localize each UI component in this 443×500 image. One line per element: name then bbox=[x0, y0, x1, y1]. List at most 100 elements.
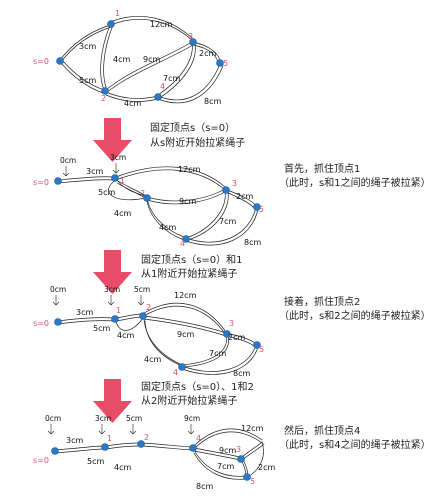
distance-marker: 9cm bbox=[184, 414, 200, 423]
edge-label: 3cm bbox=[79, 42, 96, 51]
vertex-2 bbox=[137, 440, 145, 448]
vertex-label: 5 bbox=[223, 59, 228, 68]
edge-label: 9cm bbox=[219, 446, 236, 455]
edge-label: 8cm bbox=[244, 238, 261, 247]
note-1-line-1: 首先，抓住顶点1 bbox=[284, 162, 360, 175]
edge-label: 4cm bbox=[124, 99, 141, 108]
note-3-line-2: （此时，s和4之间的绳子被拉紧） bbox=[279, 438, 431, 451]
vertex-label: 2 bbox=[144, 433, 149, 442]
edge-label: 12cm bbox=[178, 165, 201, 174]
distance-marker: 3cm bbox=[104, 285, 120, 294]
step-2-line-1: 固定顶点s（s=0）和1 bbox=[141, 253, 243, 266]
down-arrow-2 bbox=[93, 250, 132, 294]
panel-4-graph: 3cm 5cm 4cm 12cm 9cm 7cm 2cm 8cm s=0 1 2… bbox=[33, 414, 275, 491]
vertex-3 bbox=[237, 455, 245, 463]
edge-label: 2cm bbox=[236, 192, 253, 201]
edge-label: 2cm bbox=[228, 333, 245, 342]
note-1-line-2: （此时，s和1之间的绳子被拉紧） bbox=[279, 176, 431, 189]
vertex-label: 3 bbox=[229, 319, 234, 328]
edge-label: 3cm bbox=[76, 308, 93, 317]
vertex-label: 4 bbox=[196, 434, 201, 443]
vertex-label: 1 bbox=[107, 434, 112, 443]
edge-label: 5cm bbox=[87, 457, 104, 466]
vertex-label: s=0 bbox=[33, 456, 49, 465]
vertex-3 bbox=[222, 186, 230, 194]
vertex-5 bbox=[253, 203, 261, 211]
edge-label: 8cm bbox=[204, 97, 221, 106]
edge-label: 12cm bbox=[174, 291, 197, 300]
vertex-label: 4 bbox=[173, 368, 178, 377]
edge-label: 7cm bbox=[209, 349, 226, 358]
vertex-label: s=0 bbox=[33, 57, 49, 66]
edge-label: 2cm bbox=[199, 49, 216, 58]
vertex-3 bbox=[223, 330, 231, 338]
edge-label: 7cm bbox=[163, 74, 180, 83]
edge-label: 9cm bbox=[143, 55, 160, 64]
distance-marker: 5cm bbox=[134, 285, 150, 294]
vertex-label: 3 bbox=[236, 445, 241, 454]
panel-3-graph: 3cm 12cm 5cm 4cm 9cm 2cm 7cm 4cm 8cm s=0… bbox=[33, 285, 264, 378]
step-2-line-2: 从1附近开始拉紧绳子 bbox=[141, 267, 237, 280]
edge-label: 4cm bbox=[117, 331, 134, 340]
vertex-4 bbox=[182, 235, 190, 243]
vertex-label: s=0 bbox=[33, 319, 49, 328]
vertex-label: 2 bbox=[140, 189, 145, 198]
vertex-1 bbox=[111, 174, 119, 182]
down-arrow-1 bbox=[93, 118, 132, 162]
vertex-label: 5 bbox=[259, 345, 264, 354]
step-1-line-2: 从s附近开始拉紧绳子 bbox=[150, 136, 245, 149]
vertex-1 bbox=[101, 443, 109, 451]
edge-label: 4cm bbox=[144, 355, 161, 364]
vertex-s bbox=[56, 57, 64, 65]
edge-label: 2cm bbox=[258, 463, 275, 472]
vertex-2 bbox=[101, 87, 109, 95]
vertex-1 bbox=[107, 20, 115, 28]
edge-label: 8cm bbox=[233, 369, 250, 378]
note-2-line-1: 接着，抓住顶点2 bbox=[284, 295, 360, 308]
edge-label: 4cm bbox=[114, 463, 131, 472]
edge-label: 5cm bbox=[98, 188, 115, 197]
edge-label: 4cm bbox=[113, 55, 130, 64]
edge-label: 9cm bbox=[177, 330, 194, 339]
vertex-2 bbox=[143, 194, 151, 202]
panel-2-graph: 3cm 12cm 5cm 9cm 2cm 4cm 7cm 4cm 8cm s=0… bbox=[33, 153, 264, 248]
distance-marker: 0cm bbox=[50, 285, 66, 294]
edge-label: 7cm bbox=[219, 217, 236, 226]
edge-label: 12cm bbox=[241, 424, 264, 433]
vertex-label: 1 bbox=[115, 9, 120, 18]
panel-1-graph: 12cm 3cm 4cm 9cm 2cm 5cm 7cm 4cm 8cm s=0… bbox=[33, 9, 228, 108]
down-arrow-3 bbox=[93, 379, 132, 423]
distance-marker: 0cm bbox=[60, 156, 76, 165]
edge-label: 7cm bbox=[217, 462, 234, 471]
step-3-line-1: 固定顶点s（s=0）、1和2 bbox=[141, 380, 254, 393]
vertex-label: 5 bbox=[250, 477, 255, 486]
vertex-label: 5 bbox=[259, 205, 264, 214]
vertex-label: 4 bbox=[160, 82, 165, 91]
edge-label: 4cm bbox=[114, 209, 131, 218]
vertex-1 bbox=[111, 315, 119, 323]
vertex-label: 1 bbox=[120, 176, 125, 185]
vertex-4 bbox=[178, 363, 186, 371]
vertex-s bbox=[51, 447, 59, 455]
edge-label: 5cm bbox=[79, 76, 96, 85]
edge-label: 8cm bbox=[196, 482, 213, 491]
distance-marker: 0cm bbox=[45, 414, 61, 423]
vertex-5 bbox=[216, 59, 224, 67]
vertex-label: 2 bbox=[101, 94, 106, 103]
vertex-2 bbox=[139, 312, 147, 320]
vertex-label: 4 bbox=[180, 239, 185, 248]
edge-label: 5cm bbox=[93, 324, 110, 333]
edge-label: 4cm bbox=[159, 223, 176, 232]
vertex-label: 1 bbox=[116, 306, 121, 315]
note-2-line-2: （此时，s和2之间的绳子被拉紧） bbox=[279, 309, 431, 322]
edge-label: 3cm bbox=[86, 167, 103, 176]
step-3-line-2: 从2附近开始拉紧绳子 bbox=[141, 394, 237, 407]
vertex-s bbox=[54, 177, 62, 185]
vertex-label: 3 bbox=[232, 179, 237, 188]
distance-marker: 3cm bbox=[110, 153, 126, 162]
note-3-line-1: 然后，抓住顶点4 bbox=[284, 424, 360, 437]
vertex-4 bbox=[189, 444, 197, 452]
edge-label: 12cm bbox=[150, 20, 173, 29]
distance-marker: 5cm bbox=[126, 414, 142, 423]
